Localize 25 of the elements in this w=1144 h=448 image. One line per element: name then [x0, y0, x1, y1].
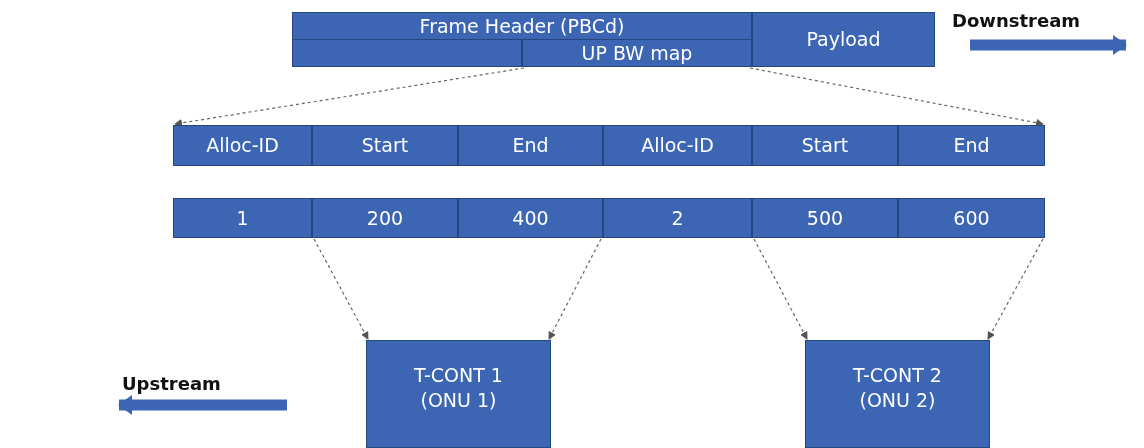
value-cell: 2: [603, 198, 752, 238]
container-box: T-CONT 1 (ONU 1): [366, 340, 551, 448]
dashed-arrow: [174, 67, 525, 127]
field-cell: Alloc-ID: [173, 125, 312, 166]
field-cell: Alloc-ID: [603, 125, 752, 166]
dashed-arrow: [749, 67, 1044, 127]
dashed-arrow: [987, 238, 1044, 340]
header-cell: Frame Header (PBCd): [292, 12, 752, 40]
value-cell: 200: [312, 198, 458, 238]
header-cell: UP BW map: [522, 39, 752, 67]
container-box: T-CONT 2 (ONU 2): [805, 340, 990, 448]
direction-label: Upstream: [122, 373, 221, 394]
field-cell: Start: [312, 125, 458, 166]
dashed-arrow: [313, 238, 369, 340]
field-cell: Start: [752, 125, 898, 166]
payload-cell: Payload: [752, 12, 935, 67]
dashed-arrow: [753, 238, 808, 340]
dashed-arrow: [548, 238, 602, 340]
value-cell: 400: [458, 198, 603, 238]
value-cell: 600: [898, 198, 1045, 238]
value-cell: 1: [173, 198, 312, 238]
direction-label: Downstream: [952, 10, 1081, 31]
field-cell: End: [898, 125, 1045, 166]
field-cell: End: [458, 125, 603, 166]
value-cell: 500: [752, 198, 898, 238]
